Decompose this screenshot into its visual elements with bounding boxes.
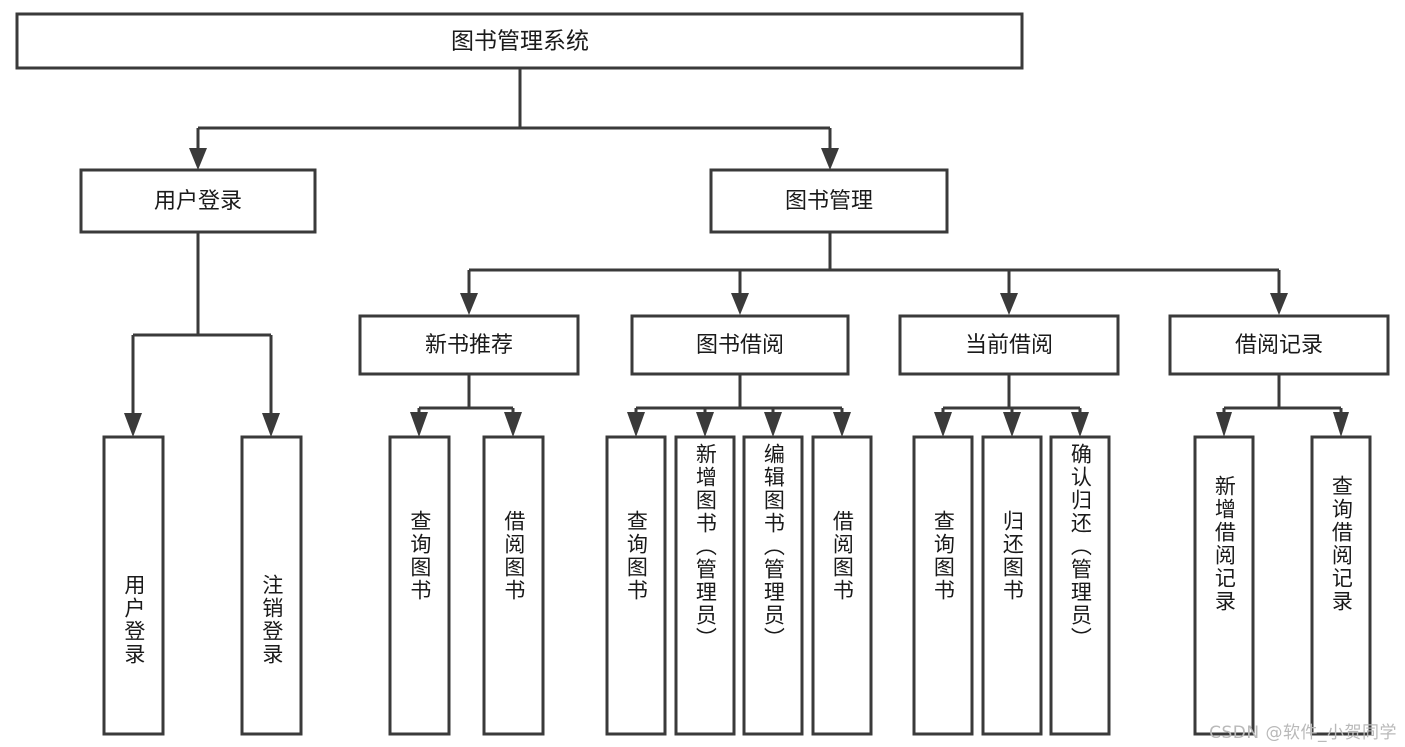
book-borrow-box xyxy=(630,314,850,376)
root-label: 图书管理系统 xyxy=(451,29,589,55)
current-borrow-box xyxy=(898,314,1120,376)
leaf-box-layer xyxy=(102,435,1372,736)
arrow-book-borrow-child-2 xyxy=(696,412,714,437)
arrow-user-login-child-2 xyxy=(262,413,280,437)
arrow-current-borrow-child-3 xyxy=(1071,412,1089,437)
new-book-recommend-box xyxy=(358,314,580,376)
arrow-to-book-manage xyxy=(821,148,839,170)
node-borrow-records[interactable]: 借阅记录 xyxy=(1168,314,1390,376)
book-manage-box xyxy=(709,168,949,234)
leaf-box-current-borrow-1[interactable] xyxy=(912,435,974,736)
arrow-to-new-book xyxy=(460,293,478,315)
node-user-login[interactable]: 用户登录 xyxy=(79,168,317,234)
node-new-book-recommend[interactable]: 新书推荐 xyxy=(358,314,580,376)
leaf-box-new-book-2[interactable] xyxy=(482,435,545,736)
arrow-new-book-child-2 xyxy=(504,412,522,437)
user-login-box xyxy=(79,168,317,234)
arrow-to-user-login xyxy=(189,148,207,170)
arrow-user-login-child-1 xyxy=(124,413,142,437)
leaf-box-book-borrow-2[interactable] xyxy=(674,435,736,736)
arrow-to-book-borrow xyxy=(731,293,749,315)
arrow-borrow-records-child-1 xyxy=(1216,412,1232,437)
leaf-box-book-borrow-4[interactable] xyxy=(811,435,873,736)
arrow-book-borrow-child-1 xyxy=(627,412,645,437)
root-box xyxy=(15,12,1024,70)
node-current-borrow[interactable]: 当前借阅 xyxy=(898,314,1120,376)
leaf-box-borrow-records-2[interactable] xyxy=(1310,435,1372,736)
arrow-current-borrow-child-1 xyxy=(934,412,952,437)
user-login-label: 用户登录 xyxy=(154,189,242,214)
leaf-box-book-borrow-3[interactable] xyxy=(742,435,804,736)
arrow-current-borrow-child-2 xyxy=(1003,412,1021,437)
arrow-to-borrow-records xyxy=(1270,293,1288,315)
leaf-box-borrow-records-1[interactable] xyxy=(1193,435,1255,736)
connector-layer xyxy=(124,68,1349,437)
leaf-box-current-borrow-3[interactable] xyxy=(1049,435,1111,736)
node-book-manage[interactable]: 图书管理 xyxy=(709,168,949,234)
current-borrow-label: 当前借阅 xyxy=(965,333,1053,358)
leaf-box-current-borrow-2[interactable] xyxy=(981,435,1043,736)
new-book-recommend-label: 新书推荐 xyxy=(425,333,513,358)
csdn-watermark: CSDN @软件_小贺同学 xyxy=(1209,723,1397,743)
borrow-records-box xyxy=(1168,314,1390,376)
arrow-book-borrow-child-4 xyxy=(833,412,851,437)
node-book-borrow[interactable]: 图书借阅 xyxy=(630,314,850,376)
arrow-to-current-borrow xyxy=(1000,293,1018,315)
node-root[interactable]: 图书管理系统 xyxy=(15,12,1024,70)
book-manage-label: 图书管理 xyxy=(785,189,873,214)
arrow-new-book-child-1 xyxy=(410,412,428,437)
leaf-box-new-book-1[interactable] xyxy=(388,435,451,736)
borrow-records-label: 借阅记录 xyxy=(1235,333,1323,358)
arrow-borrow-records-child-2 xyxy=(1333,412,1349,437)
leaf-box-user-login-2[interactable] xyxy=(240,435,303,736)
arrow-book-borrow-child-3 xyxy=(764,412,782,437)
book-borrow-label: 图书借阅 xyxy=(696,333,784,358)
leaf-box-book-borrow-1[interactable] xyxy=(605,435,667,736)
leaf-box-user-login-1[interactable] xyxy=(102,435,165,736)
